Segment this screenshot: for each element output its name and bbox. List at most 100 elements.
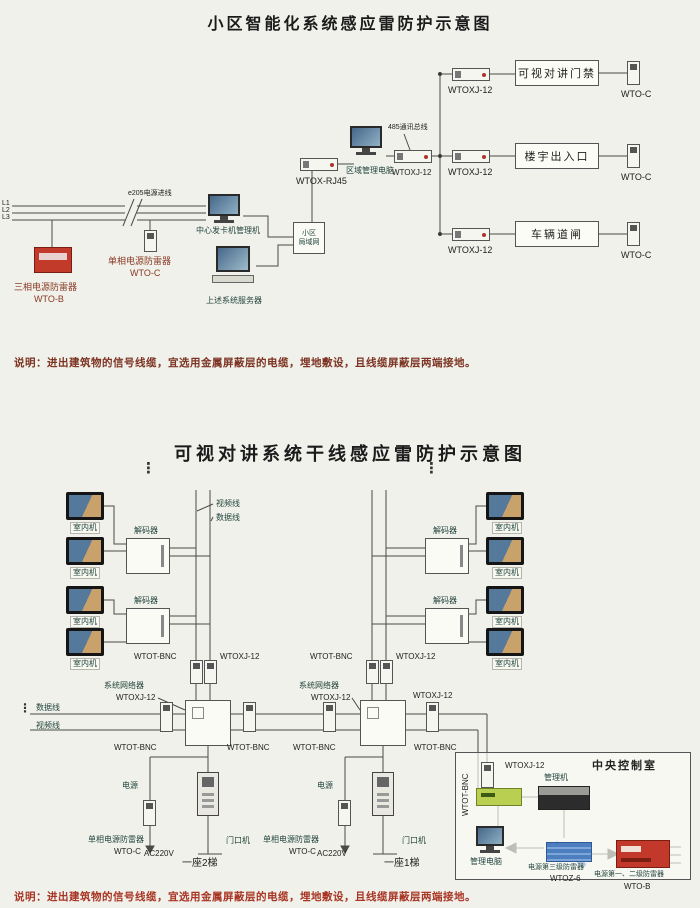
monitor-stand: [362, 148, 370, 152]
indoor-unit-label: 室内机: [492, 616, 522, 629]
indoor-unit-label: 室内机: [492, 522, 522, 535]
wtot-bnc-label: WTOT-BNC: [293, 743, 336, 752]
network-unit-model: WTOXJ-12: [116, 693, 156, 702]
rj45-spd-icon: [300, 158, 338, 171]
indoor-screen: [489, 589, 521, 611]
bus-wtoxj12-icon: [394, 150, 432, 163]
branch-box-vehicle-gate: 车辆道闸: [515, 221, 599, 247]
phase-l2-label: L2: [2, 207, 10, 214]
branch-box-building-entry: 楼宇出入口: [515, 143, 599, 169]
decoder-label: 解码器: [433, 526, 457, 535]
indoor-unit-label: 室内机: [70, 658, 100, 671]
power-inlet-label: e205电源进线: [128, 190, 172, 197]
trunk-spd-icon: [160, 702, 173, 732]
trunk-spd-icon: [243, 702, 256, 732]
indoor-screen: [489, 495, 521, 517]
wtot-bnc-icon: [190, 660, 203, 684]
third-level-spd-name: 电源第三级防雷器: [528, 864, 584, 871]
wtoz6-spd-icon: [546, 842, 592, 862]
third-level-spd-model: WTOZ-6: [550, 874, 581, 883]
ac220v-label: AC220V: [144, 849, 174, 858]
monitor-stand: [486, 846, 494, 850]
decoder-label: 解码器: [134, 526, 158, 535]
building-label: 一座2梯: [182, 858, 218, 869]
indoor-screen: [69, 589, 101, 611]
card-manager-pc-icon: [208, 194, 240, 223]
first-second-level-spd-model: WTO-B: [624, 882, 651, 891]
decoder-label: 解码器: [134, 596, 158, 605]
building-label: 一座1梯: [384, 858, 420, 869]
wtoxj12-label: WTOXJ-12: [396, 652, 436, 661]
control-network-unit-icon: [476, 788, 522, 806]
power-label: 电源: [122, 781, 138, 790]
power-label: 电源: [317, 781, 333, 790]
branch3-wtoxj12-icon: [452, 228, 490, 241]
indoor-unit-icon: [66, 492, 104, 520]
area-pc-label: 区域管理电脑: [346, 166, 394, 175]
network-unit-box: [360, 700, 406, 746]
continuation-dots: ⋮: [19, 701, 31, 715]
single-phase-spd-icon: [143, 800, 156, 826]
indoor-screen: [69, 495, 101, 517]
network-unit-box: [185, 700, 231, 746]
indoor-screen: [489, 631, 521, 653]
decoder-box: [425, 608, 469, 644]
monitor-screen: [208, 194, 240, 216]
branch1-wtoc-icon: [627, 61, 640, 85]
wtot-bnc-label: WTOT-BNC: [310, 652, 353, 661]
control-wtoxj12-icon: [481, 762, 494, 788]
indoor-screen: [69, 540, 101, 562]
branch1-wtoxj12-label: WTOXJ-12: [448, 85, 493, 95]
manager-label: 管理机: [544, 773, 568, 782]
branch3-wtoxj12-label: WTOXJ-12: [448, 245, 493, 255]
ac220v-label: AC220V: [317, 849, 347, 858]
system-server-icon: [212, 246, 254, 283]
door-station-icon: [197, 772, 219, 816]
branch1-wtoc-label: WTO-C: [621, 89, 652, 99]
branch2-wtoxj12-icon: [452, 150, 490, 163]
monitor-stand: [220, 216, 228, 220]
decoder-box: [126, 608, 170, 644]
area-pc-icon: [350, 126, 382, 155]
diagram2-note: 说明：进出建筑物的信号线缆，宜选用金属屏蔽层的电缆，埋地敷设，且线缆屏蔽层两端接…: [14, 891, 476, 903]
three-phase-spd-icon: [34, 247, 72, 273]
indoor-unit-label: 室内机: [492, 567, 522, 580]
indoor-screen: [489, 540, 521, 562]
diagram1-note: 说明：进出建筑物的信号线缆，宜选用金属屏蔽层的电缆，埋地敷设，且线缆屏蔽层两端接…: [14, 357, 476, 369]
diagram1-title: 小区智能化系统感应雷防护示意图: [207, 16, 493, 33]
data-line-label: 数据线: [216, 513, 240, 522]
rj45-spd-label: WTOX-RJ45: [296, 176, 347, 186]
management-pc-label: 管理电脑: [470, 857, 502, 866]
decoder-box: [425, 538, 469, 574]
wtot-bnc-label: WTOT-BNC: [414, 743, 457, 752]
branch3-wtoc-icon: [627, 222, 640, 246]
server-screen: [216, 246, 250, 272]
indoor-unit-label: 室内机: [492, 658, 522, 671]
single-phase-spd-model: WTO-C: [114, 847, 141, 856]
control-wtoxj12-label: WTOXJ-12: [505, 761, 545, 770]
monitor-screen: [350, 126, 382, 148]
door-station-icon: [372, 772, 394, 816]
single-phase-spd-model: WTO-C: [289, 847, 316, 856]
wtot-bnc-label: WTOT-BNC: [227, 743, 270, 752]
control-wtot-bnc-label: WTOT-BNC: [461, 773, 470, 816]
server-keyboard: [212, 275, 254, 283]
door-station-label: 门口机: [226, 836, 250, 845]
network-unit-label: 系统网络器: [104, 681, 144, 690]
bus485-label: 485通讯总线: [388, 124, 428, 131]
data-line-label: 数据线: [36, 703, 60, 712]
wtoxj12-label: WTOXJ-12: [413, 691, 453, 700]
indoor-unit-icon: [486, 492, 524, 520]
indoor-unit-icon: [66, 586, 104, 614]
phase-l3-label: L3: [2, 214, 10, 221]
network-unit-label: 系统网络器: [299, 681, 339, 690]
continuation-dots: ⋮: [424, 460, 439, 477]
single-phase-spd-icon: [338, 800, 351, 826]
three-phase-spd-name: 三相电源防雷器: [14, 282, 78, 292]
indoor-unit-icon: [486, 586, 524, 614]
lan-box: 小区 局域网: [293, 222, 325, 254]
wtoxj12-icon: [380, 660, 393, 684]
three-phase-spd-model: WTO-B: [34, 294, 64, 304]
monitor-base: [356, 152, 376, 155]
